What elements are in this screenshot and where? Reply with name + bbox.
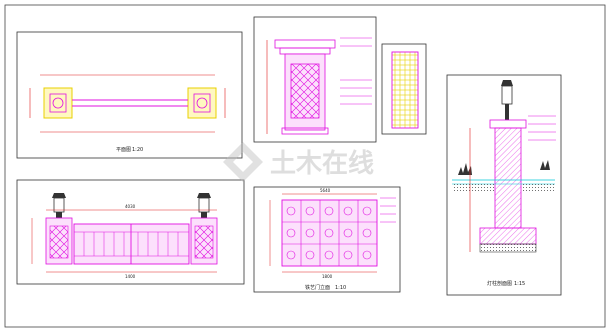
lamp-section-view: 灯柱剖面图 1:15	[446, 74, 562, 296]
lamp-head	[501, 85, 513, 105]
watermark-text: 土木在线	[270, 149, 374, 179]
elevation-gate	[73, 223, 190, 265]
post-elevation-view	[253, 16, 377, 143]
plan-view: 平面图 1:20	[16, 31, 243, 159]
plan-post-left	[43, 87, 73, 119]
gate-panel	[281, 199, 378, 267]
elevation-dim-top: 4030	[125, 204, 136, 209]
plan-title: 平面图	[116, 147, 131, 153]
watermark: 土木在线	[223, 142, 374, 182]
watermark-logo-icon	[223, 142, 263, 182]
tile-detail-frame	[381, 43, 427, 135]
plan-post-right	[187, 87, 217, 119]
gate-elevation-view: 5640 1800 铁艺门立面 1:10	[253, 186, 401, 293]
gate-dim-top: 5640	[320, 188, 331, 193]
post-elevation-frame	[253, 16, 377, 143]
tile-detail-view	[381, 43, 427, 135]
lamp-section-frame	[446, 74, 562, 296]
lamp-post-shaft	[494, 127, 522, 229]
elevation-dim-bottom: 1400	[125, 274, 136, 279]
front-elevation-view: 4030 1400	[16, 179, 245, 285]
gate-elevation-frame	[253, 186, 401, 293]
lamp-section-title: 灯柱剖面图	[487, 280, 512, 287]
lamp-section-scale: 1:15	[514, 281, 525, 287]
gate-dim-bottom: 1800	[322, 274, 333, 279]
front-elevation-frame	[16, 179, 245, 285]
gate-elevation-title: 铁艺门立面	[305, 284, 330, 291]
gate-elevation-scale: 1:10	[335, 285, 346, 291]
plan-frame	[16, 31, 243, 159]
sheet-border	[4, 4, 606, 328]
plan-scale: 1:20	[132, 147, 143, 153]
